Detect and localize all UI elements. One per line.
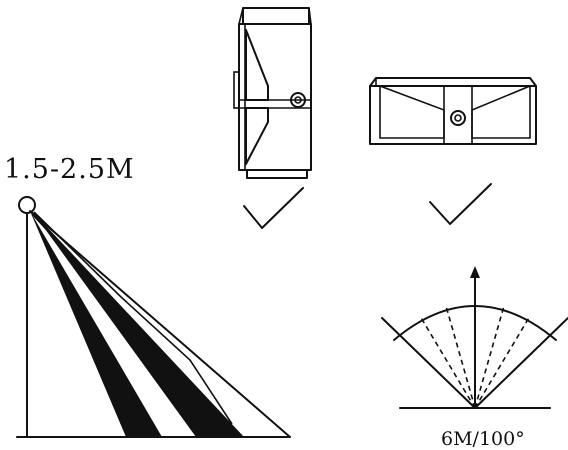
detection-range-label: 6M/100° <box>441 428 525 450</box>
detection-beam <box>32 211 244 437</box>
mounting-height-label: 1.5-2.5M <box>4 154 135 185</box>
arrow-head-icon <box>470 266 480 278</box>
side-view-detection-diagram <box>16 196 291 438</box>
check-mark-icon <box>243 187 304 229</box>
detection-beam <box>30 211 162 437</box>
top-view-detection-diagram <box>381 266 568 409</box>
vertical-fixture-illustration <box>233 7 312 179</box>
horizontal-fixture-illustration <box>369 77 537 145</box>
check-mark-icon <box>429 183 492 225</box>
sensor-icon <box>18 196 36 214</box>
